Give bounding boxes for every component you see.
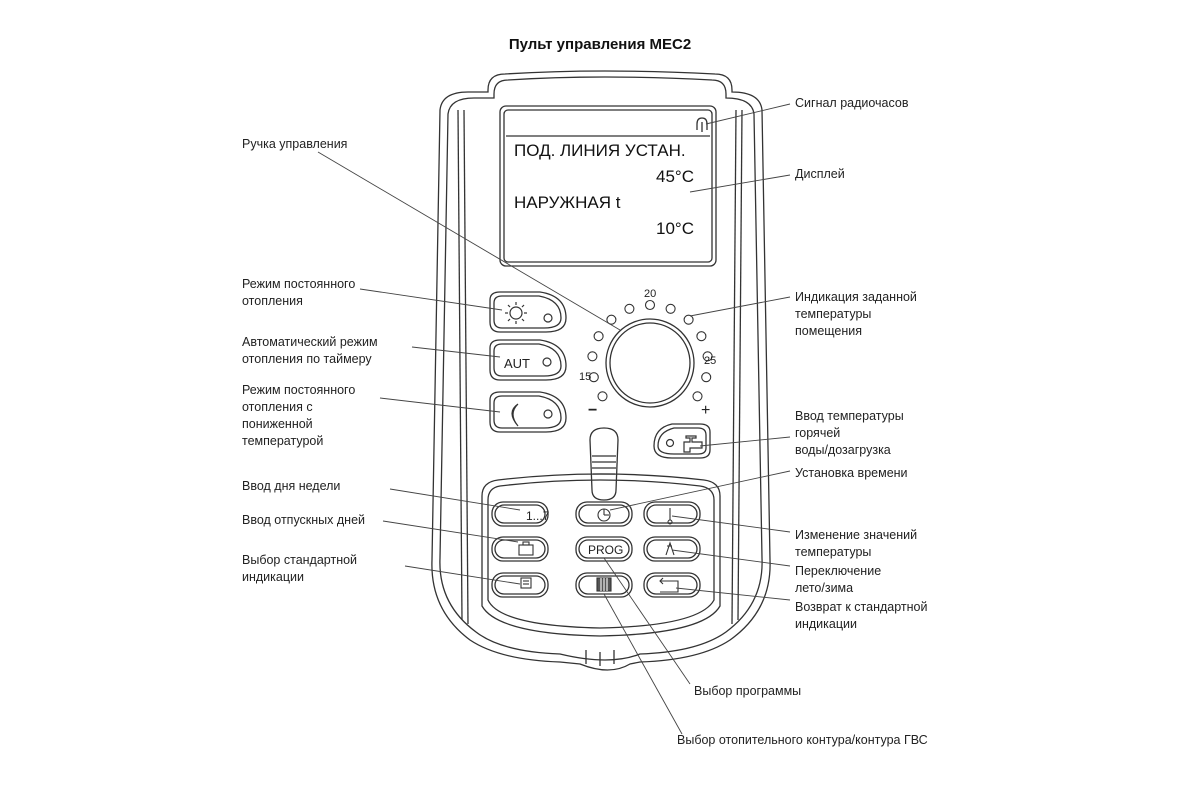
label-change-temp: Изменение значений температуры [795,528,918,559]
label-constant-heating: Режим постоянного отопления [242,277,356,308]
temperature-led [683,314,694,325]
label-room-temp: Индикация заданной температуры помещения [795,290,917,338]
scale-label-25: 25 [704,355,716,367]
temperature-led [587,351,598,362]
device-inner-shell [439,76,763,661]
temperature-led-ring [587,299,713,402]
sun-icon [505,302,527,324]
diagram-title: Пульт управления MEC2 [508,36,692,53]
temperature-led [597,391,608,402]
leader-lines [317,103,791,735]
scale-label-20: 20 [644,288,656,300]
label-reduced-mode: Режим постоянного отопления с пониженной… [242,383,356,448]
return-icon [659,577,679,593]
radio-clock-antenna-icon [696,117,708,132]
suitcase-icon [518,541,534,556]
device-outer-shell [431,70,771,671]
label-weekday: Ввод дня недели [242,479,341,493]
label-standard-display: Выбор стандартной индикации [242,553,358,584]
aut-label: AUT [504,356,530,371]
slider-handle [589,427,619,501]
temperature-led [692,391,703,402]
label-holiday: Ввод отпускных дней [242,513,366,527]
temperature-led [593,331,604,342]
temperature-led [624,303,635,314]
label-return-standard: Возврат к стандартной индикации [795,600,928,631]
label-display: Дисплей [795,167,845,181]
temperature-led [665,303,676,314]
display-line-2: 45°C [656,167,694,186]
sun-led [543,313,553,323]
display-icon [520,577,532,589]
temperature-led [606,314,617,325]
temperature-led [696,331,707,342]
keypad-panel [487,479,715,629]
minus-sign: − [588,402,597,419]
display-line-1: ПОД. ЛИНИЯ УСТАН. [514,141,686,160]
label-radio-clock: Сигнал радиочасов [795,96,909,110]
temperature-led [588,372,599,383]
label-summer-winter: Переключение лето/зима [795,564,882,595]
thermometer-icon [667,508,673,525]
aut-led [542,357,552,367]
label-knob: Ручка управления [242,137,348,151]
label-program: Выбор программы [694,684,802,698]
temperature-led [702,351,713,362]
radiator-icon [596,577,612,592]
clock-icon [597,508,611,522]
label-circuit: Выбор отопительного контура/контура ГВС [677,733,928,747]
temperature-led [701,372,712,383]
display-line-4: 10°C [656,219,694,238]
control-knob [605,318,695,408]
display-frame [499,105,717,267]
hotwater-led [665,438,675,448]
weekday-label: 1...7 [526,509,550,523]
label-hot-water: Ввод температуры горячей воды/дозагрузка [795,409,904,457]
display-line-3: НАРУЖНАЯ t [514,193,621,212]
plus-sign: + [701,402,710,419]
prog-label: PROG [588,543,623,557]
temperature-led [644,299,656,311]
label-auto-mode: Автоматический режим отопления по таймер… [242,335,378,366]
moon-led [543,409,553,419]
tap-icon [683,435,703,453]
moon-icon [511,403,519,427]
summer-winter-icon [665,541,675,556]
scale-label-15: 15 [579,371,591,383]
label-set-time: Установка времени [795,466,908,480]
